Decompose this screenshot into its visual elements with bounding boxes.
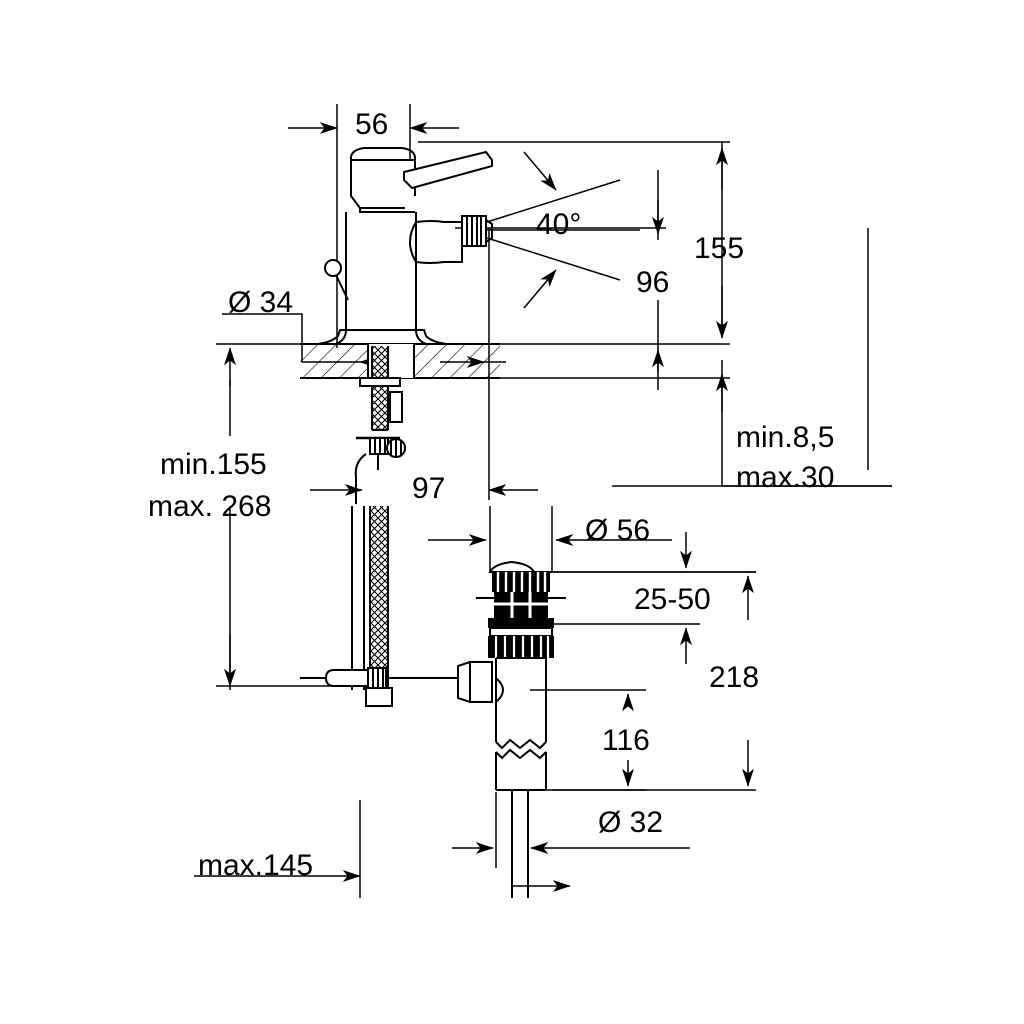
dim-label-218: 218 xyxy=(709,661,760,694)
flex-hoses xyxy=(351,436,406,690)
dim-min85-max30 xyxy=(716,373,892,487)
dim-label-40deg: 40° xyxy=(536,208,582,241)
dim-116 xyxy=(530,689,646,791)
dim-label-116: 116 xyxy=(602,724,650,757)
waste-body xyxy=(457,618,554,742)
dim-label-155: 155 xyxy=(694,232,745,265)
dim-label-dia34: Ø 34 xyxy=(228,286,294,319)
deck-counter xyxy=(300,343,500,379)
dim-label-dia32: Ø 32 xyxy=(598,806,664,839)
waste-tailpipe xyxy=(495,738,547,898)
dim-dia56 xyxy=(428,506,672,572)
dim-label-96: 96 xyxy=(636,266,670,299)
mounting-shank xyxy=(359,346,403,431)
mixer-body xyxy=(317,147,493,345)
dim-label-25-50: 25-50 xyxy=(634,583,711,616)
dim-label-max30: max.30 xyxy=(736,461,835,494)
dim-label-max145: max.145 xyxy=(198,849,314,882)
dim-40deg xyxy=(486,151,640,309)
dim-label-97: 97 xyxy=(412,472,446,505)
dim-max145 xyxy=(194,800,361,898)
extension-lines xyxy=(300,104,892,500)
dim-label-56: 56 xyxy=(355,108,389,141)
dim-label-min85: min.8,5 xyxy=(736,421,835,454)
lift-rod xyxy=(300,667,470,707)
dim-label-min155: min.155 xyxy=(160,448,267,481)
dim-label-max268: max. 268 xyxy=(148,490,272,523)
waste-strainer xyxy=(476,560,566,618)
dim-label-dia56: Ø 56 xyxy=(585,514,651,547)
